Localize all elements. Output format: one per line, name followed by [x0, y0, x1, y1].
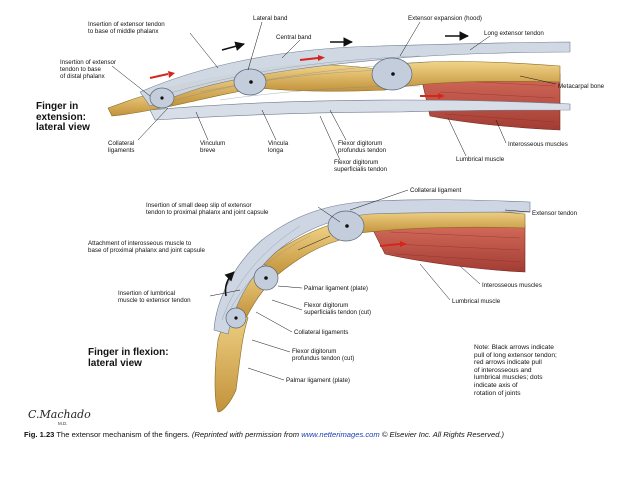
caption-rights: © Elsevier Inc. All Rights Reserved.) — [381, 430, 505, 439]
label-central-band: Central band — [276, 34, 312, 41]
flexor-tendons-top — [149, 99, 571, 121]
artist-signature: C.Machado — [28, 408, 91, 421]
finger-extension-drawing — [107, 31, 571, 131]
label-fdp-tendon: Flexor digitorum profundus tendon — [338, 140, 387, 155]
mcp-axis-dot — [391, 72, 395, 76]
legend-note: Note: Black arrows indicate pull of long… — [474, 344, 557, 397]
leader-lines-top — [111, 21, 557, 161]
caption-reprint: (Reprinted with permission from — [191, 430, 300, 439]
label-fdp-cut: Flexor digitorum profundus tendon (cut) — [292, 348, 355, 363]
label-vincula-longa: Vincula longa — [268, 140, 289, 155]
caption-fig-number: Fig. 1.23 — [24, 430, 55, 439]
caption-link[interactable]: www.netterimages.com — [301, 430, 380, 439]
dip-axis-dot-bottom — [234, 316, 238, 320]
label-extensor-expansion: Extensor expansion (hood) — [408, 15, 482, 22]
pip-axis-dot — [249, 80, 253, 84]
view-label-flexion: Finger in flexion: lateral view — [88, 347, 169, 369]
finger-flexion-drawing — [213, 199, 531, 413]
label-insertion-middle-phalanx: Insertion of extensor tendon to base of … — [88, 21, 165, 36]
extensor-tendon-sheet-top — [139, 41, 571, 107]
label-lumbrical-bottom: Lumbrical muscle — [452, 298, 501, 305]
red-pull-arrow-2 — [299, 57, 319, 61]
dip-axis-dot — [160, 96, 164, 100]
label-lumbrical-top: Lumbrical muscle — [456, 156, 505, 163]
label-palmar-ligament-2: Palmar ligament (plate) — [286, 377, 350, 384]
red-pull-arrow-4 — [379, 243, 401, 247]
label-vinculum-breve: Vinculum breve — [200, 140, 226, 155]
label-insertion-distal-phalanx: Insertion of extensor tendon to base of … — [60, 59, 117, 81]
label-attachment-interosseous: Attachment of interosseous muscle to bas… — [88, 240, 205, 255]
red-pull-arrow-1 — [149, 73, 169, 79]
label-palmar-ligament-1: Palmar ligament (plate) — [304, 285, 368, 292]
label-collateral-ligament-bottom: Collateral ligament — [410, 187, 462, 194]
view-label-extension: Finger in extension: lateral view — [36, 101, 90, 133]
label-fds-cut: Flexor digitorum superficialis tendon (c… — [304, 302, 372, 317]
label-metacarpal-bone: Metacarpal bone — [558, 83, 605, 90]
label-long-extensor-tendon: Long extensor tendon — [484, 30, 544, 37]
black-pull-arrow-1 — [221, 41, 245, 51]
label-interosseous-top: Interosseous muscles — [508, 141, 568, 148]
leader-lines-bottom — [209, 189, 531, 381]
black-pull-arrow-4 — [224, 271, 235, 297]
label-interosseous-bottom: Interosseous muscles — [482, 282, 542, 289]
artist-signature-sub: M.D. — [58, 421, 68, 426]
label-lateral-band: Lateral band — [253, 15, 288, 22]
pip-axis-dot-bottom — [264, 276, 268, 280]
label-deep-slip: Insertion of small deep slip of extensor… — [146, 202, 269, 217]
extensor-tendon-sheet-bottom — [213, 199, 531, 335]
caption-text: The extensor mechanism of the fingers. — [56, 430, 190, 439]
label-collateral-ligaments-top: Collateral ligaments — [108, 140, 135, 155]
label-fds-tendon: Flexor digitorum superficialis tendon — [334, 159, 387, 174]
mcp-axis-dot-bottom — [345, 224, 349, 228]
label-insertion-lumbrical: Insertion of lumbrical muscle to extenso… — [118, 290, 191, 305]
figure-caption: Fig. 1.23 The extensor mechanism of the … — [24, 430, 624, 439]
label-collateral-ligaments-bottom: Collateral ligaments — [294, 329, 349, 336]
label-extensor-tendon-bottom: Extensor tendon — [532, 210, 578, 217]
